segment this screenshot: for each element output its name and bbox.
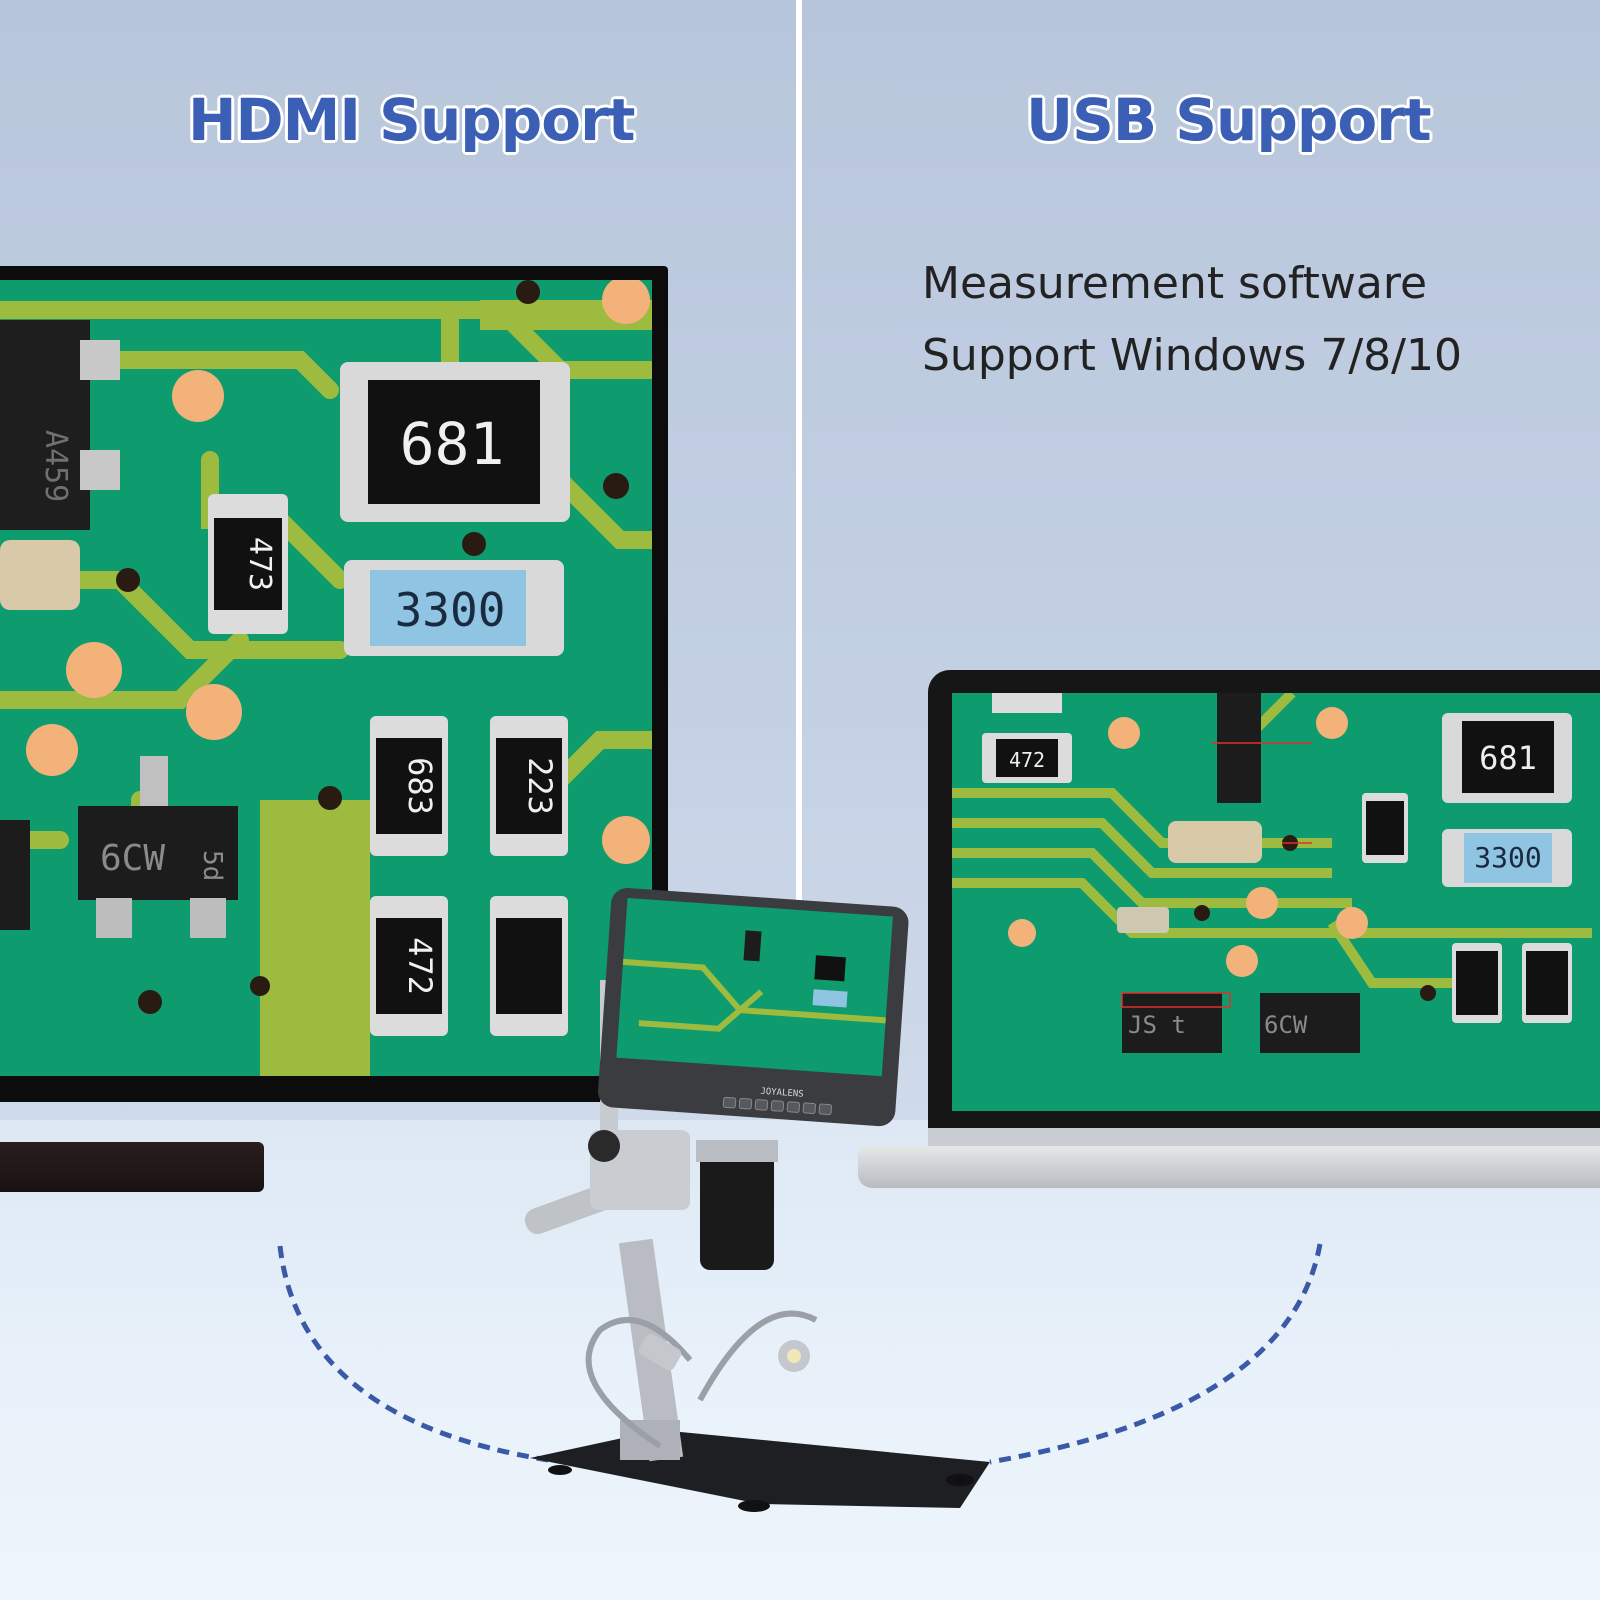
monitor-screen: A459 681 473 3300 683 223 472 6CW 5d [0,280,652,1076]
resistor-473-label: 473 [242,537,277,591]
chip-6cw-label: 6CW [100,838,165,879]
resistor-3300-label: 3300 [395,583,506,637]
description-line-1: Measurement software [922,258,1428,309]
hdmi-connection-arc [277,1245,549,1463]
pcb-measurement-image: 472 681 3300 JS t 6CW [952,693,1600,1111]
laptop-screen: 472 681 3300 JS t 6CW [952,693,1600,1111]
chip-5d-label: 5d [197,850,227,881]
display-button-5[interactable] [786,1101,801,1113]
resistor-472-label: 472 [401,937,439,995]
monitor-stand [0,1142,264,1192]
display-button-7[interactable] [818,1103,832,1116]
description-line-2: Support Windows 7/8/10 [922,330,1462,381]
laptop-6cw-label: 6CW [1264,1011,1308,1039]
pcb-closeup-image: A459 681 473 3300 683 223 472 6CW 5d [0,280,652,1076]
laptop-681-label: 681 [1479,739,1537,777]
display-button-4[interactable] [770,1100,785,1112]
microscope-base [530,1430,990,1508]
gooseneck-light-right [697,1310,818,1402]
usb-support-heading: USB Support [1026,86,1432,154]
display-button-3[interactable] [754,1099,769,1111]
focus-knob-icon[interactable] [588,1130,620,1162]
chip-a459-label: A459 [38,430,73,502]
gooseneck-light-left [585,1317,693,1449]
laptop-base [858,1146,1600,1188]
center-divider [796,0,802,1115]
resistor-223-label: 223 [521,757,559,815]
laptop-472-label: 472 [1009,748,1045,772]
microscope-display-screen [616,898,893,1077]
hdmi-support-heading: HDMI Support [188,86,635,154]
device-brand: JOYALENS [760,1087,804,1100]
laptop-jst-label: JS t [1128,1011,1186,1039]
display-button-6[interactable] [802,1102,817,1114]
resistor-683-label: 683 [401,757,439,815]
laptop-3300-label: 3300 [1474,841,1541,874]
display-button-1[interactable] [722,1096,737,1109]
resistor-681-label: 681 [400,410,505,478]
usb-connection-arc [989,1243,1323,1465]
display-button-2[interactable] [738,1097,753,1110]
laptop-hinge [928,1128,1600,1148]
microscope-camera [700,1140,774,1270]
